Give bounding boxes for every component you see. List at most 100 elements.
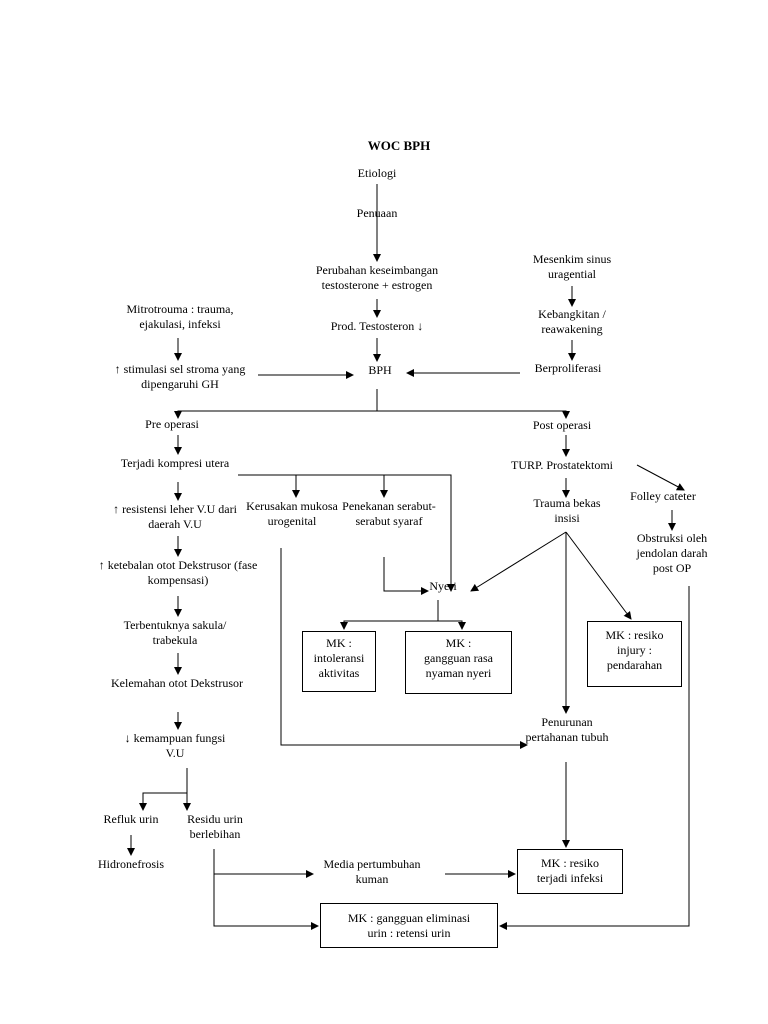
text-line: Pre operasi: [145, 417, 199, 431]
text-line: V.U: [165, 746, 185, 760]
diagram-title: WOC BPH: [367, 138, 431, 153]
text-line: insisi: [554, 511, 580, 525]
text-line: Terjadi kompresi utera: [120, 456, 230, 470]
text-line: Mesenkim sinus: [532, 252, 612, 266]
text-line: Trauma bekas: [533, 496, 601, 510]
text-line: jendolan darah: [636, 546, 708, 560]
text-line: trabekula: [152, 633, 198, 647]
text-line: urin : retensi urin: [367, 926, 451, 940]
text-line: Penekanan serabut-: [342, 499, 436, 513]
edge-penekanan-nyeri: [383, 557, 429, 595]
text-line: post OP: [652, 561, 692, 575]
text-line: pertahanan tubuh: [525, 730, 609, 744]
text-line: Media pertumbuhan: [323, 857, 421, 871]
text-line: gangguan rasa: [424, 651, 493, 665]
text-line: Kerusakan mukosa: [246, 499, 338, 513]
node-kompresi: Terjadi kompresi utera: [100, 456, 250, 471]
node-kebangkitan: Kebangkitan /reawakening: [512, 307, 632, 337]
text-line: Berproliferasi: [534, 361, 602, 375]
edge-kerusakan-penurunan: [280, 548, 528, 749]
text-line: Folley cateter: [630, 489, 696, 503]
text-line: Hidronefrosis: [98, 857, 164, 871]
text-line: ↓ kemampuan fungsi: [124, 731, 226, 745]
text-line: Mitrotrouma : trauma,: [126, 302, 234, 316]
text-line: MK : gangguan eliminasi: [347, 911, 471, 925]
text-line: urogenital: [267, 514, 317, 528]
edge-kompresi-nyeri: [238, 474, 455, 592]
text-line: Penurunan: [541, 715, 593, 729]
text-line: berlebihan: [189, 827, 241, 841]
edge-trauma-nyeri: [470, 531, 567, 592]
text-line: MK : resiko: [605, 628, 664, 642]
text-line: TURP. Prostatektomi: [510, 458, 613, 472]
text-line: injury :: [617, 643, 652, 657]
node-kelemahan: Kelemahan otot Dekstrusor: [92, 676, 262, 691]
text-line: aktivitas: [318, 666, 360, 680]
node-sakula: Terbentuknya sakula/trabekula: [105, 618, 245, 648]
edge-turp-folley: [636, 464, 685, 491]
text-line: Refluk urin: [103, 812, 159, 826]
node-etiologi: Etiologi: [327, 166, 427, 181]
node-mitrotrouma: Mitrotrouma : trauma,ejakulasi, infeksi: [105, 302, 255, 332]
text-line: kompensasi): [147, 573, 209, 587]
text-line: reawakening: [541, 322, 603, 336]
edge-obstruksi-eliminasi: [499, 586, 690, 930]
text-line: MK :: [445, 636, 472, 650]
node-bph: BPH: [355, 363, 405, 378]
node-prod-testosteron: Prod. Testosteron ↓: [312, 319, 442, 334]
text-line: Kelemahan otot Dekstrusor: [111, 676, 243, 690]
text-line: ejakulasi, infeksi: [139, 317, 221, 331]
node-post-operasi: Post operasi: [517, 418, 607, 433]
text-line: Kebangkitan /: [538, 307, 606, 321]
edge-bph-post: [377, 410, 570, 419]
node-turp: TURP. Prostatektomi: [497, 458, 627, 473]
node-refluk: Refluk urin: [91, 812, 171, 827]
text-line: daerah V.U: [148, 517, 202, 531]
edge-residu-eliminasi: [213, 874, 319, 930]
text-line: uragential: [548, 267, 596, 281]
node-berproliferasi: Berproliferasi: [518, 361, 618, 376]
text-line: Prod. Testosteron ↓: [330, 319, 424, 333]
text-line: Obstruksi oleh: [636, 531, 708, 545]
node-hidronefrosis: Hidronefrosis: [81, 857, 181, 872]
text-line: Post operasi: [532, 418, 592, 432]
text-line: Residu urin: [187, 812, 243, 826]
node-pre-operasi: Pre operasi: [127, 417, 217, 432]
text-line: ↑ stimulasi sel stroma yang: [114, 362, 246, 376]
edge-nyeri-split: [340, 600, 439, 630]
node-penekanan: Penekanan serabut-serabut syaraf: [334, 499, 444, 529]
text-line: MK :: [326, 636, 352, 650]
text-line: ↑ ketebalan otot Dekstrusor (fase: [98, 558, 258, 572]
edge-trauma-injury: [565, 531, 632, 620]
text-line: serabut syaraf: [355, 514, 423, 528]
text-line: testosterone + estrogen: [321, 278, 433, 292]
text-line: Etiologi: [357, 166, 397, 180]
edge-nyeri-mk: [438, 620, 466, 630]
text-line: ↑ resistensi leher V.U dari: [113, 502, 237, 516]
node-folley: Folley cateter: [618, 489, 708, 504]
text-line: Terbentuknya sakula/: [123, 618, 227, 632]
edge-bph-split: [174, 389, 378, 419]
text-line: BPH: [368, 363, 392, 377]
text-line: kuman: [355, 872, 389, 886]
text-line: nyaman nyeri: [425, 666, 492, 680]
text-line: intoleransi: [313, 651, 365, 665]
text-line: Perubahan keseimbangan: [315, 263, 439, 277]
